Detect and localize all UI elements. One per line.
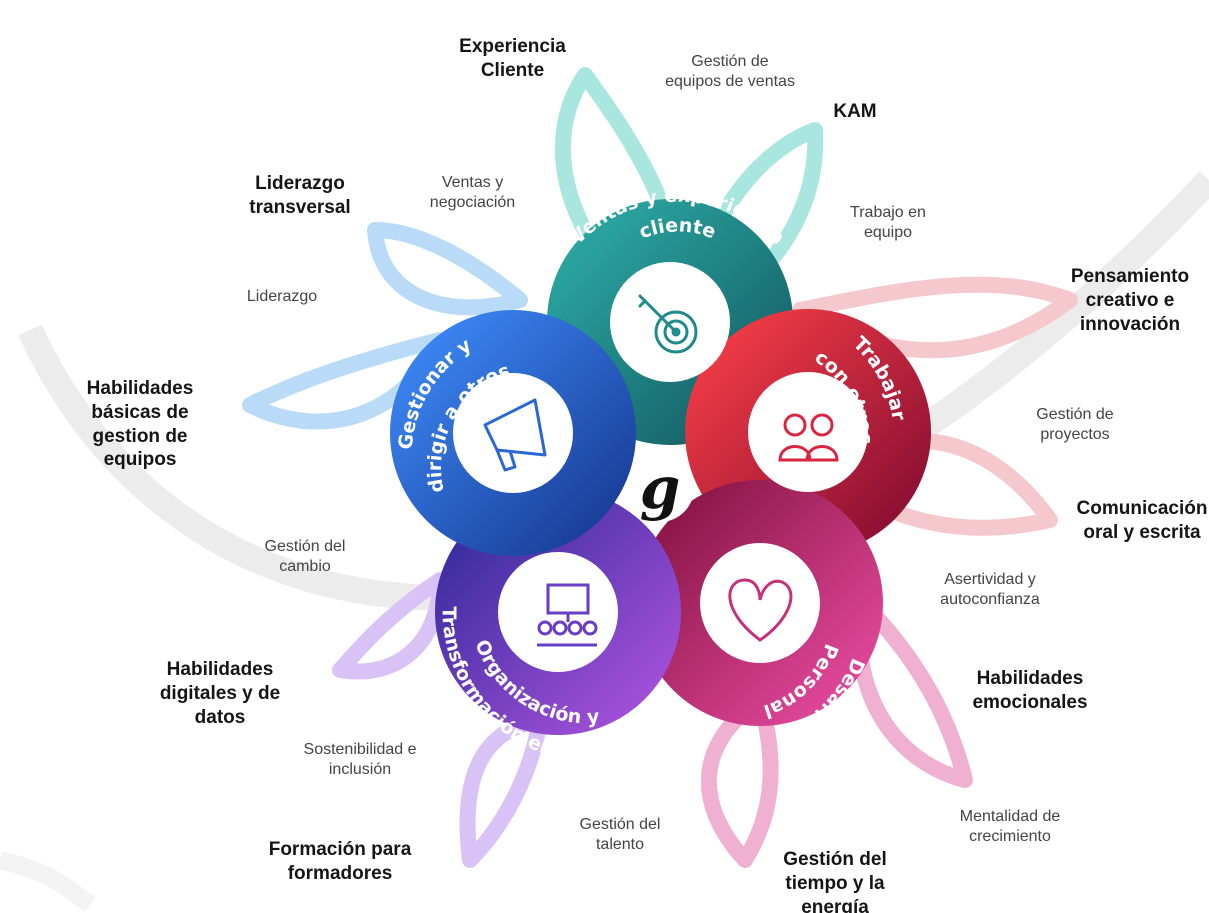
petal-purple (332, 572, 448, 680)
heart-icon (728, 578, 793, 642)
category-habilidades-emocionales: Habilidades emocionales (972, 668, 1088, 713)
category-formacion-formadores: Formación para formadores (268, 839, 412, 884)
petal-purple (459, 712, 548, 868)
center-logo: g (640, 454, 681, 522)
category-gestion-tiempo: Gestión del tiempo y la energía (783, 849, 887, 913)
skill-ventas-negociacion: Ventas y negociación (429, 174, 516, 211)
skill-gestion-talento: Gestión del talento (579, 816, 661, 853)
module-gestionar-inner (453, 373, 573, 493)
background-arc (0, 851, 96, 912)
skill-mentalidad: Mentalidad de crecimiento (959, 808, 1061, 845)
petal-blue (367, 222, 528, 316)
petal-magenta (700, 692, 779, 868)
skill-sostenibilidad: Sostenibilidad e inclusión (303, 741, 417, 778)
module-gestionar-ring (390, 310, 636, 556)
center-hub (626, 454, 694, 522)
target-icon (638, 294, 698, 354)
skill-gestion-proyectos: Gestión de proyectos (1036, 406, 1114, 443)
module-desarrollo-inner (700, 543, 820, 663)
category-liderazgo-transversal: Liderazgo transversal (249, 173, 351, 218)
petal-magenta (850, 592, 973, 788)
megaphone-icon (483, 398, 547, 472)
category-kam: KAM (833, 101, 877, 122)
skill-trabajo-equipo: Trabajo en equipo (850, 204, 926, 241)
category-pensamiento-creativo: Pensamiento creativo e innovación (1070, 266, 1190, 335)
team-icon (778, 413, 839, 462)
module-trabajar-inner (748, 372, 868, 492)
skill-liderazgo: Liderazgo (246, 288, 318, 305)
category-habilidades-basicas: Habilidades básicas de gestion de equipo… (86, 378, 194, 471)
skill-asertividad: Asertividad y autoconfianza (940, 571, 1040, 608)
category-habilidades-digitales: Habilidades digitales y de datos (159, 659, 281, 728)
category-comunicacion: Comunicación oral y escrita (1076, 498, 1208, 543)
skill-gestion-equipos-ventas: Gestión de equipos de ventas (665, 53, 795, 90)
skill-gestion-cambio: Gestión del cambio (264, 538, 346, 575)
petal-blue (242, 332, 448, 430)
presentation-icon (537, 583, 598, 647)
category-experiencia-cliente: Experiencia Cliente (459, 36, 566, 81)
